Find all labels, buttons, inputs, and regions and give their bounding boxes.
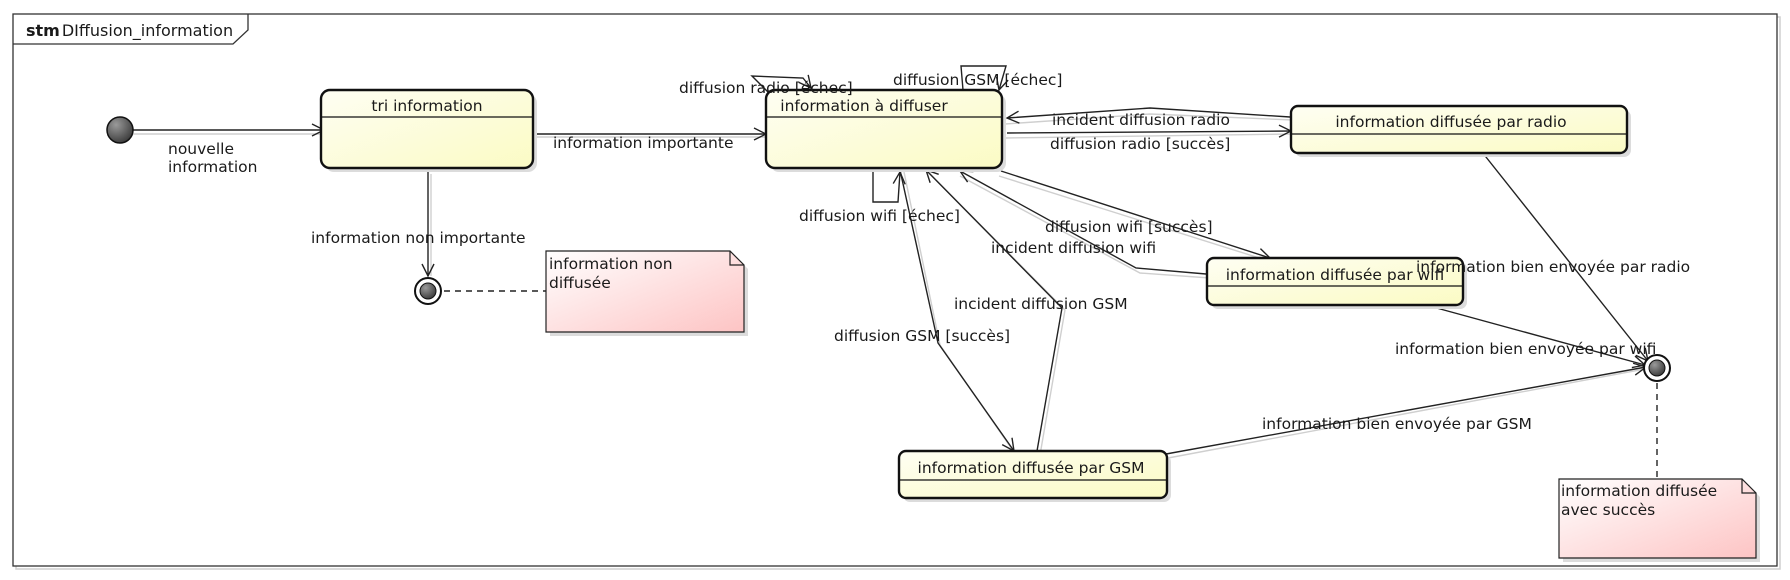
frame-name: DIffusion_information [62,21,233,41]
note-non-diffusee-line2: diffusée [549,274,611,292]
edge-radio-to-diffuser[interactable] [1007,107,1291,118]
state-tri-information[interactable]: tri information [319,88,537,172]
note-non-diffusee-line1: information non [549,255,673,273]
state-diffusee-gsm[interactable]: information diffusée par GSM [897,449,1171,502]
edge-diffuser-to-gsm[interactable] [899,169,1014,451]
label-diffusion-radio-succes: diffusion radio [succès] [1050,135,1230,153]
transition-labels: nouvelle information information importa… [168,71,1690,433]
edge-diffuser-to-wifi[interactable] [1000,170,1270,258]
state-title-radio: information diffusée par radio [1335,113,1566,131]
edge-diffuser-to-radio[interactable] [1006,131,1291,133]
edge-wifi-to-diffuser[interactable] [960,171,1207,275]
edge-loop-gsm-echec[interactable] [960,65,1006,90]
state-diffusee-wifi[interactable]: information diffusée par wifi [1205,256,1467,309]
final-state-succes[interactable] [1643,354,1671,382]
edge-radio-to-final[interactable] [1481,151,1648,361]
frame-keyword: stm [26,21,60,40]
label-diffusion-gsm-echec: diffusion GSM [échec] [893,71,1062,89]
final-state-non-importante[interactable] [414,277,442,305]
state-title-gsm: information diffusée par GSM [918,459,1145,477]
state-title-tri: tri information [371,97,482,115]
initial-state[interactable] [106,116,134,144]
label-incident-diffusion-wifi: incident diffusion wifi [991,239,1156,257]
label-incident-diffusion-gsm: incident diffusion GSM [954,295,1128,313]
label-information-importante: information importante [553,134,734,152]
label-diffusion-wifi-succes: diffusion wifi [succès] [1045,218,1213,236]
label-incident-diffusion-radio: incident diffusion radio [1052,111,1230,129]
label-nouvelle-line1: nouvelle [168,140,234,158]
edge-shadows [133,113,1651,459]
note-information-non-diffusee: information non diffusée [545,250,748,336]
note-succes-line1: information diffusée [1561,482,1717,500]
state-title-wifi: information diffusée par wifi [1226,266,1445,284]
label-diffusion-wifi-echec: diffusion wifi [échec] [799,207,960,225]
state-title-diffuser: information à diffuser [780,97,948,115]
state-diffusee-radio[interactable]: information diffusée par radio [1289,104,1631,157]
label-bien-envoyee-gsm: information bien envoyée par GSM [1262,415,1532,433]
label-nouvelle-line2: information [168,158,257,176]
edges [131,65,1658,478]
label-information-non-importante: information non importante [311,229,526,247]
edge-wifi-to-final[interactable] [1421,303,1645,365]
label-diffusion-radio-echec: diffusion radio [échec] [679,79,853,97]
state-information-a-diffuser[interactable]: information à diffuser [764,88,1006,172]
edge-loop-wifi-echec[interactable] [872,172,900,203]
edge-loop-radio-echec[interactable] [750,76,811,93]
edge-gsm-to-diffuser[interactable] [926,170,1063,452]
edge-gsm-to-final[interactable] [1165,367,1646,455]
note-succes-line2: avec succès [1561,501,1655,519]
note-information-diffusee-avec-succes: information diffusée avec succès [1558,478,1760,562]
label-bien-envoyee-radio: information bien envoyée par radio [1416,258,1690,276]
label-diffusion-gsm-succes: diffusion GSM [succès] [834,327,1010,345]
label-bien-envoyee-wifi: information bien envoyée par wifi [1395,340,1656,358]
